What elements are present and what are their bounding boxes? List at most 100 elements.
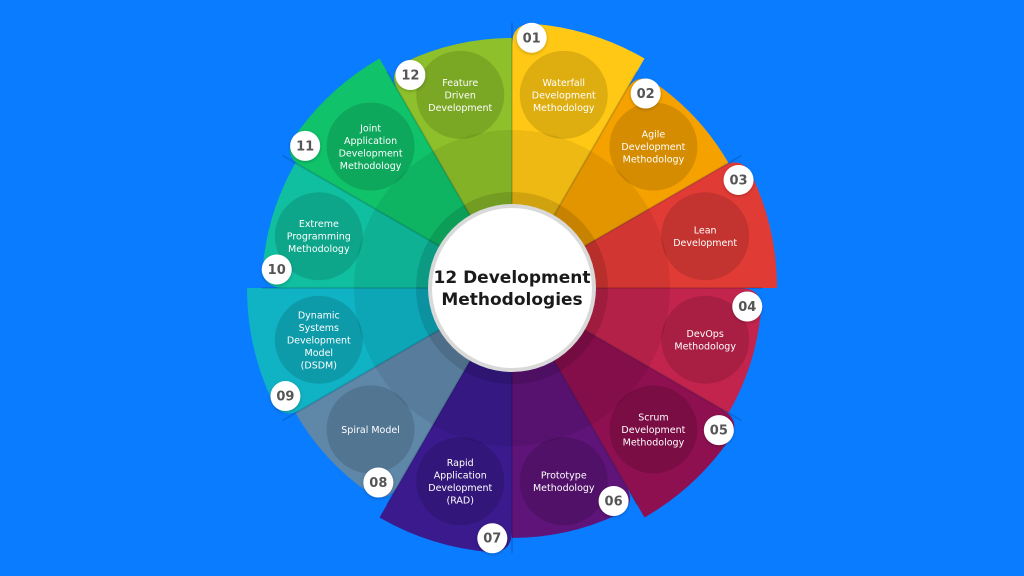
- segment-label-line: Development: [621, 142, 685, 153]
- label-bubble-circle: [519, 50, 608, 139]
- segment-label-line: Development: [621, 425, 685, 436]
- badge-number: 05: [710, 424, 728, 439]
- badge-number: 12: [401, 68, 419, 83]
- label-bubble-circle: [274, 192, 363, 281]
- segment-label-line: Methodology: [533, 483, 595, 494]
- segment-label-line: (RAD): [447, 495, 474, 506]
- number-badge-03: 03: [723, 164, 754, 195]
- segment-label-line: DevOps: [687, 329, 724, 340]
- label-bubble-circle: [609, 102, 698, 191]
- number-badge-11: 11: [290, 130, 321, 161]
- number-badges-layer: 01 02 03 04 05 06 07 08 09 10 11 12: [261, 22, 763, 554]
- badge-circle: [477, 523, 508, 554]
- center-hub-circle: [432, 208, 592, 368]
- number-badge-05: 05: [703, 415, 734, 446]
- label-bubble-circle: [661, 295, 750, 384]
- number-badge-02: 02: [630, 78, 661, 109]
- badge-circle: [363, 467, 394, 498]
- number-badge-10: 10: [261, 254, 292, 285]
- number-badge-12: 12: [395, 59, 426, 90]
- badge-number: 11: [296, 139, 314, 154]
- segment-label-line: Dynamic: [298, 310, 340, 321]
- label-bubble-circle: [416, 50, 505, 139]
- segment-label-line: Programming: [287, 232, 351, 243]
- badge-circle: [598, 486, 629, 517]
- number-badge-04: 04: [732, 291, 763, 322]
- segment-label-line: Methodology: [288, 244, 350, 255]
- segment-label-line: Lean: [694, 225, 717, 236]
- badge-number: 07: [483, 532, 501, 547]
- badge-circle: [630, 78, 661, 109]
- label-bubble-circle: [326, 102, 415, 191]
- badge-number: 08: [369, 476, 387, 491]
- label-bubble-circle: [416, 437, 505, 526]
- badge-circle: [516, 22, 547, 53]
- badge-number: 04: [738, 300, 756, 315]
- badge-number: 09: [276, 390, 294, 405]
- segment-label-line: Joint: [359, 123, 381, 134]
- segment-label-line: Application: [344, 136, 397, 147]
- segment-label-line: Methodology: [340, 161, 402, 172]
- segment-label-line: Waterfall: [542, 78, 585, 89]
- number-badge-09: 09: [270, 381, 301, 412]
- segment-label-line: Development: [287, 335, 351, 346]
- badge-number: 01: [523, 31, 541, 46]
- segment-label-line: Methodology: [533, 103, 595, 114]
- badge-number: 03: [730, 173, 748, 188]
- label-bubble-circle: [326, 385, 415, 474]
- badge-number: 10: [268, 263, 286, 278]
- segment-label-line: Systems: [299, 323, 339, 334]
- segment-label-line: Extreme: [299, 219, 339, 230]
- badge-circle: [395, 59, 426, 90]
- badge-number: 06: [605, 495, 623, 510]
- label-bubble-08: Spiral Model: [326, 385, 415, 474]
- segment-label-line: Development: [673, 238, 737, 249]
- number-badge-01: 01: [516, 22, 547, 53]
- number-badge-06: 06: [598, 486, 629, 517]
- badge-circle: [703, 415, 734, 446]
- label-bubble-circle: [274, 295, 363, 384]
- segment-label-line: Feature: [442, 78, 478, 89]
- segment-label-line: Model: [305, 348, 334, 359]
- badge-circle: [261, 254, 292, 285]
- badge-circle: [732, 291, 763, 322]
- segment-label-line: Scrum: [638, 412, 668, 423]
- label-bubble-circle: [519, 437, 608, 526]
- segment-label-line: Driven: [445, 90, 476, 101]
- center-title-line2: Methodologies: [441, 290, 582, 310]
- segment-label-line: Development: [532, 90, 596, 101]
- segment-label-line: Methodology: [674, 342, 736, 353]
- segment-label-line: (DSDM): [301, 360, 337, 371]
- segment-label-line: Development: [428, 483, 492, 494]
- segment-label-line: Application: [434, 470, 487, 481]
- segment-label-line: Development: [339, 148, 403, 159]
- segment-label-line: Spiral Model: [341, 425, 400, 436]
- segment-label-line: Agile: [642, 130, 666, 141]
- center-title-line1: 12 Development: [434, 268, 591, 288]
- segment-label-line: Development: [428, 103, 492, 114]
- number-badge-07: 07: [477, 523, 508, 554]
- label-bubble-circle: [661, 192, 750, 281]
- badge-number: 02: [637, 87, 655, 102]
- badge-circle: [270, 381, 301, 412]
- segment-label-line: Rapid: [447, 458, 474, 469]
- label-bubble-circle: [609, 385, 698, 474]
- label-bubbles-layer: WaterfallDevelopmentMethodologyAgileDeve…: [274, 50, 750, 526]
- number-badge-08: 08: [363, 467, 394, 498]
- badge-circle: [290, 130, 321, 161]
- segment-label-line: Prototype: [541, 470, 587, 481]
- segment-label-line: Methodology: [623, 155, 685, 166]
